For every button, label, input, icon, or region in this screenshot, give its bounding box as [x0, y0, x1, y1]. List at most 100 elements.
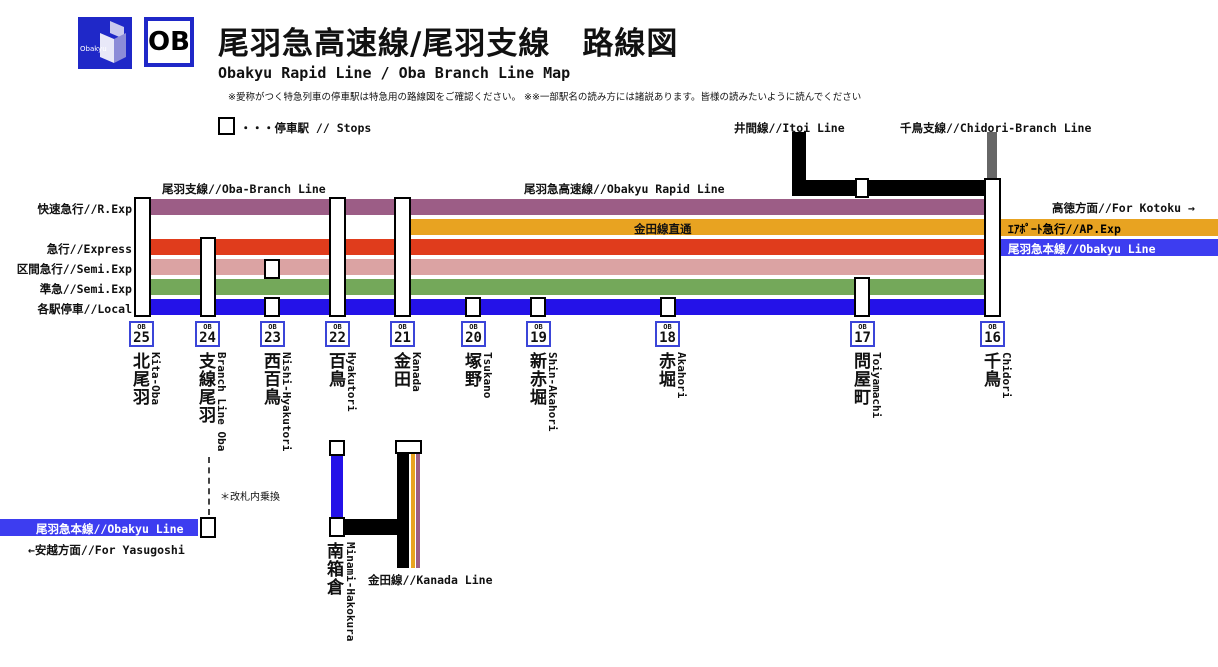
station-name-en: Nishi-Hyakutori — [280, 352, 293, 452]
station-code-number: 25 — [133, 330, 150, 346]
station-name-ja: 千鳥 — [980, 352, 1000, 388]
service-label-express: 急行//Express — [46, 242, 132, 256]
station-name-en: Toiyamachi — [870, 352, 883, 419]
station-name-en: Kita-Oba — [149, 352, 162, 405]
stop-akahori — [660, 297, 676, 317]
stop-kanada — [394, 197, 411, 317]
station-code-prefix: OB — [858, 323, 867, 331]
logo-text: Obakyu — [80, 45, 107, 53]
station-code-number: 20 — [465, 330, 482, 346]
transfer-dashes — [208, 457, 210, 515]
kanada-connection-horizontal — [338, 519, 404, 535]
main-line-bar-left — [0, 519, 198, 536]
stop-shin-akahori — [530, 297, 546, 317]
station-code-number: 18 — [659, 330, 676, 346]
station-code-prefix: OB — [333, 323, 342, 331]
main-line-label-left: 尾羽急本線//Obakyu Line — [36, 522, 184, 536]
hakokura-local-line — [331, 454, 343, 520]
legend-stops-label: ・・・停車駅 // Stops — [240, 121, 372, 135]
kanada-direct-label: 金田線直通 — [634, 222, 692, 236]
service-label-rexp: 快速急行//R.Exp — [37, 202, 132, 216]
station-name-en: Branch Line Oba — [215, 352, 228, 452]
station-code-prefix: OB — [398, 323, 407, 331]
service-bar-2 — [141, 259, 991, 275]
station-name-ja: 新赤堀 — [526, 352, 546, 406]
kanada-line-black — [397, 450, 409, 568]
station-name-en: Hyakutori — [345, 352, 358, 412]
station-name-en: Kanada — [410, 352, 423, 392]
station-name-ja: 塚野 — [461, 352, 481, 388]
station-code-prefix: OB — [203, 323, 212, 331]
station-code-number: 23 — [264, 330, 281, 346]
transfer-note: ＊改札内乗換 — [220, 492, 280, 503]
station-code-prefix: OB — [663, 323, 672, 331]
station-code-prefix: OB — [988, 323, 997, 331]
airport-express-label: ｴｱﾎﾟｰﾄ急行//AP.Exp — [1008, 222, 1121, 236]
legend-stop-box — [218, 117, 235, 135]
service-bar-4 — [141, 299, 991, 315]
obakyu-logo — [78, 17, 132, 69]
station-code-prefix: OB — [469, 323, 478, 331]
for-yasugoshi-label: ←安越方面//For Yasugoshi — [28, 543, 185, 557]
station-name-en: Chidori — [1000, 352, 1013, 399]
stop-minami-hakokura — [329, 517, 345, 537]
station-name-en: Shin-Akahori — [546, 352, 559, 432]
service-bar-3 — [141, 279, 991, 295]
line-code-badge: OB — [144, 17, 194, 67]
chidori-line-vertical — [987, 132, 997, 182]
kanada-line-orange — [411, 450, 415, 568]
station-name-ja: 問屋町 — [850, 352, 870, 406]
station-name-en: Tsukano — [481, 352, 494, 399]
kanada-direct-bar — [402, 219, 991, 235]
stop-oba-main — [200, 517, 216, 538]
service-label-local: 各駅停車//Local — [37, 302, 132, 316]
kanada-line-label: 金田線//Kanada Line — [368, 573, 493, 587]
station-name-ja: 赤堀 — [655, 352, 675, 388]
page-subtitle: Obakyu Rapid Line / Oba Branch Line Map — [218, 64, 571, 82]
stop-tsukano — [465, 297, 481, 317]
station-name-ja: 百鳥 — [325, 352, 345, 388]
itoi-line-horizontal — [792, 180, 992, 196]
stop-nishi-hyakutori-semi — [264, 259, 280, 279]
service-bar-1 — [141, 239, 991, 255]
station-code-number: 22 — [329, 330, 346, 346]
chidori-line-label: 千鳥支線//Chidori-Branch Line — [900, 121, 1092, 135]
stop-chidori — [984, 178, 1001, 317]
branch-section-label: 尾羽支線//Oba-Branch Line — [162, 182, 326, 196]
station-name-ja: 金田 — [390, 352, 410, 388]
station-code-prefix: OB — [534, 323, 543, 331]
station-code-number: 21 — [394, 330, 411, 346]
minami-hakokura-en: Minami-Hakokura — [344, 542, 357, 642]
station-code-prefix: OB — [137, 323, 146, 331]
kanada-line-purple — [416, 450, 420, 568]
station-code-number: 24 — [199, 330, 216, 346]
stop-hakokura-top — [329, 440, 345, 456]
itoi-junction-stop — [855, 178, 869, 198]
stop-nishi-hyakutori-local — [264, 297, 280, 317]
cube-logo-icon — [100, 21, 126, 63]
main-line-bar-right — [1000, 239, 1218, 256]
reading-note: ※愛称がつく特急列車の停車駅は特急用の路線図をご確認ください。 ※※一部駅名の読… — [228, 92, 862, 103]
itoi-line-label: 井間線//Itoi Line — [734, 121, 845, 135]
station-code-number: 19 — [530, 330, 547, 346]
stop-branch-oba — [200, 237, 216, 317]
page-title: 尾羽急高速線/尾羽支線 路線図 — [218, 26, 679, 62]
service-label-semi-exp-2: 準急//Semi.Exp — [39, 282, 132, 296]
stop-kanada-top — [395, 440, 422, 454]
service-label-semi-exp-1: 区間急行//Semi.Exp — [16, 262, 132, 276]
stop-toiyamachi — [854, 277, 870, 317]
airport-express-bar — [1000, 219, 1218, 236]
minami-hakokura-ja: 南箱倉 — [323, 542, 343, 596]
station-name-ja: 西百鳥 — [260, 352, 280, 406]
stop-kita-oba — [134, 197, 151, 317]
station-name-ja: 支線尾羽 — [195, 352, 215, 424]
